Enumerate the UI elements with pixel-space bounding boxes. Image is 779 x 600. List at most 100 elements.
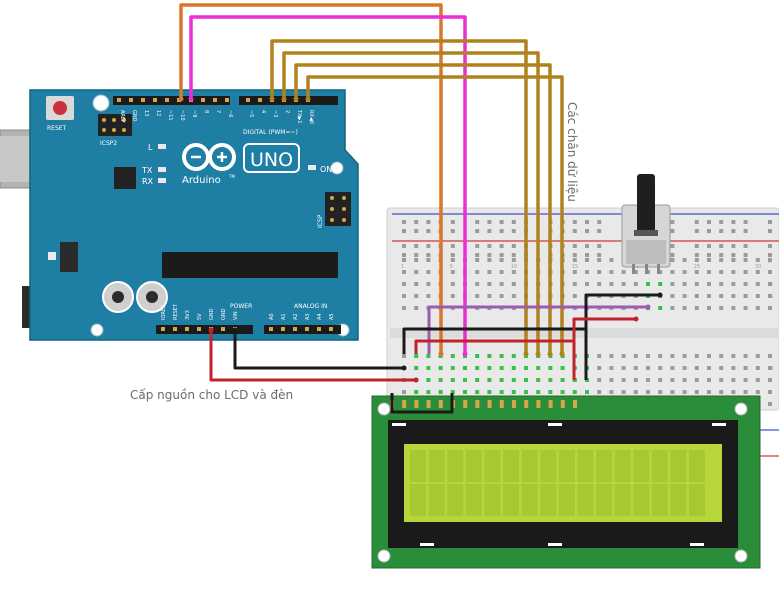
lcd-pin — [438, 400, 443, 408]
analog-pin-label: A5 — [329, 313, 335, 320]
wire-endpoint — [657, 292, 663, 298]
power-pin-label: GND — [209, 308, 215, 320]
digital-pin-label: 2 — [284, 110, 290, 113]
digital-pin — [153, 98, 157, 102]
potentiometer — [621, 174, 671, 274]
lcd-pin — [560, 400, 565, 408]
breadboard-column-label: 10 — [511, 264, 517, 270]
power-pin — [197, 327, 201, 331]
arduino-logo — [182, 143, 236, 171]
lcd-char-cell — [447, 484, 464, 516]
digital-pin-label: 8 — [203, 110, 209, 113]
lcd-module — [371, 395, 761, 569]
digital-pin — [225, 98, 229, 102]
wire-endpoint — [413, 377, 419, 383]
digital-pin — [141, 98, 145, 102]
icsp-label: ICSP — [317, 214, 324, 228]
digital-pin — [246, 98, 250, 102]
power-annotation: Cấp nguồn cho LCD và đèn — [130, 388, 293, 402]
lcd-char-cell — [633, 450, 650, 482]
wire-gold-pin4 — [282, 51, 540, 354]
lcd-char-cell — [465, 484, 482, 516]
lcd-char-cell — [484, 484, 501, 516]
digital-pin — [117, 98, 121, 102]
digital-pin-label: ~5 — [248, 110, 254, 117]
lcd-char-cell — [428, 484, 445, 516]
digital-pin — [213, 98, 217, 102]
wire-endpoint — [269, 96, 275, 102]
digital-pin-label: AREF — [119, 110, 125, 123]
lcd-char-cell — [670, 450, 687, 482]
lcd-pin — [536, 400, 541, 408]
lcd-char-cell — [577, 484, 594, 516]
wire-endpoint — [523, 351, 529, 357]
lcd-char-cell — [484, 450, 501, 482]
wire-gold-pin3 — [294, 63, 552, 354]
lcd-char-cell — [428, 450, 445, 482]
wire-endpoint — [535, 351, 541, 357]
wire-endpoint — [547, 351, 553, 357]
lcd-char-cell — [614, 450, 631, 482]
wire-endpoint — [208, 327, 214, 333]
power-pin-label: IOREF — [161, 305, 167, 320]
reset-label: RESET — [47, 125, 67, 132]
digital-pin-label: RX◀0 — [308, 110, 314, 124]
wire-red-5v — [209, 330, 416, 382]
digital-pin-label: 12 — [155, 110, 161, 116]
power-pin — [161, 327, 165, 331]
wire-endpoint — [281, 96, 287, 102]
wire-endpoint — [293, 96, 299, 102]
lcd-pin — [402, 400, 407, 408]
digital-pin — [258, 98, 262, 102]
lcd-char-cell — [689, 450, 706, 482]
wire-endpoint — [559, 351, 565, 357]
lcd-char-cell — [521, 450, 538, 482]
wire-endpoint — [188, 96, 194, 102]
breadboard-row-label: H — [769, 282, 773, 288]
breadboard-column-label: 1 — [401, 264, 404, 270]
power-pin — [173, 327, 177, 331]
digital-header-right — [239, 96, 338, 105]
wires — [179, 3, 660, 414]
lcd-pin — [414, 400, 419, 408]
digital-pin-label: 4 — [260, 110, 266, 113]
digital-header-left — [113, 96, 230, 105]
lcd-char-cell — [465, 450, 482, 482]
breadboard-row-label: B — [769, 390, 773, 396]
lcd-pin — [573, 400, 577, 408]
lcd-char-cell — [558, 450, 575, 482]
breadboard-column-label: 5 — [450, 264, 453, 270]
lcd-char-cell — [410, 484, 427, 516]
power-pin-label: GND — [221, 308, 227, 320]
arduino-brand-label: Arduino — [182, 175, 221, 186]
digital-header-label: DIGITAL (PWM=~) — [243, 129, 298, 136]
breadboard-row-label: A — [769, 402, 773, 408]
digital-pin-label: ~10 — [179, 110, 185, 121]
digital-pin-label: ~11 — [167, 110, 173, 121]
wire-endpoint — [305, 96, 311, 102]
led-rx-label: RX — [142, 177, 154, 186]
wire-endpoint — [438, 351, 444, 357]
analog-pin — [329, 327, 333, 331]
wire-gold-pin5 — [270, 39, 528, 354]
lcd-pin — [463, 400, 468, 408]
breadboard-row-label: F — [769, 306, 772, 312]
analog-header — [264, 325, 341, 334]
lcd-pin — [512, 400, 516, 408]
power-pin — [221, 327, 225, 331]
wire-endpoint — [645, 304, 651, 310]
power-pin-label: 5V — [197, 313, 203, 320]
digital-pin-label: ~6 — [227, 110, 233, 117]
trademark-label: TM — [228, 174, 235, 179]
digital-pin-label: GND — [131, 110, 137, 122]
breadboard-row-label: G — [769, 294, 773, 300]
analog-pin — [293, 327, 297, 331]
lcd-pin — [426, 400, 431, 408]
wire-endpoints — [178, 96, 663, 383]
breadboard-column-label: 30 — [755, 264, 761, 270]
uno-badge — [243, 143, 300, 173]
icsp-header — [325, 192, 351, 226]
lcd-char-cell — [596, 450, 613, 482]
icsp2-label: ICSP2 — [100, 140, 117, 147]
on-led-label: ON — [320, 165, 332, 174]
